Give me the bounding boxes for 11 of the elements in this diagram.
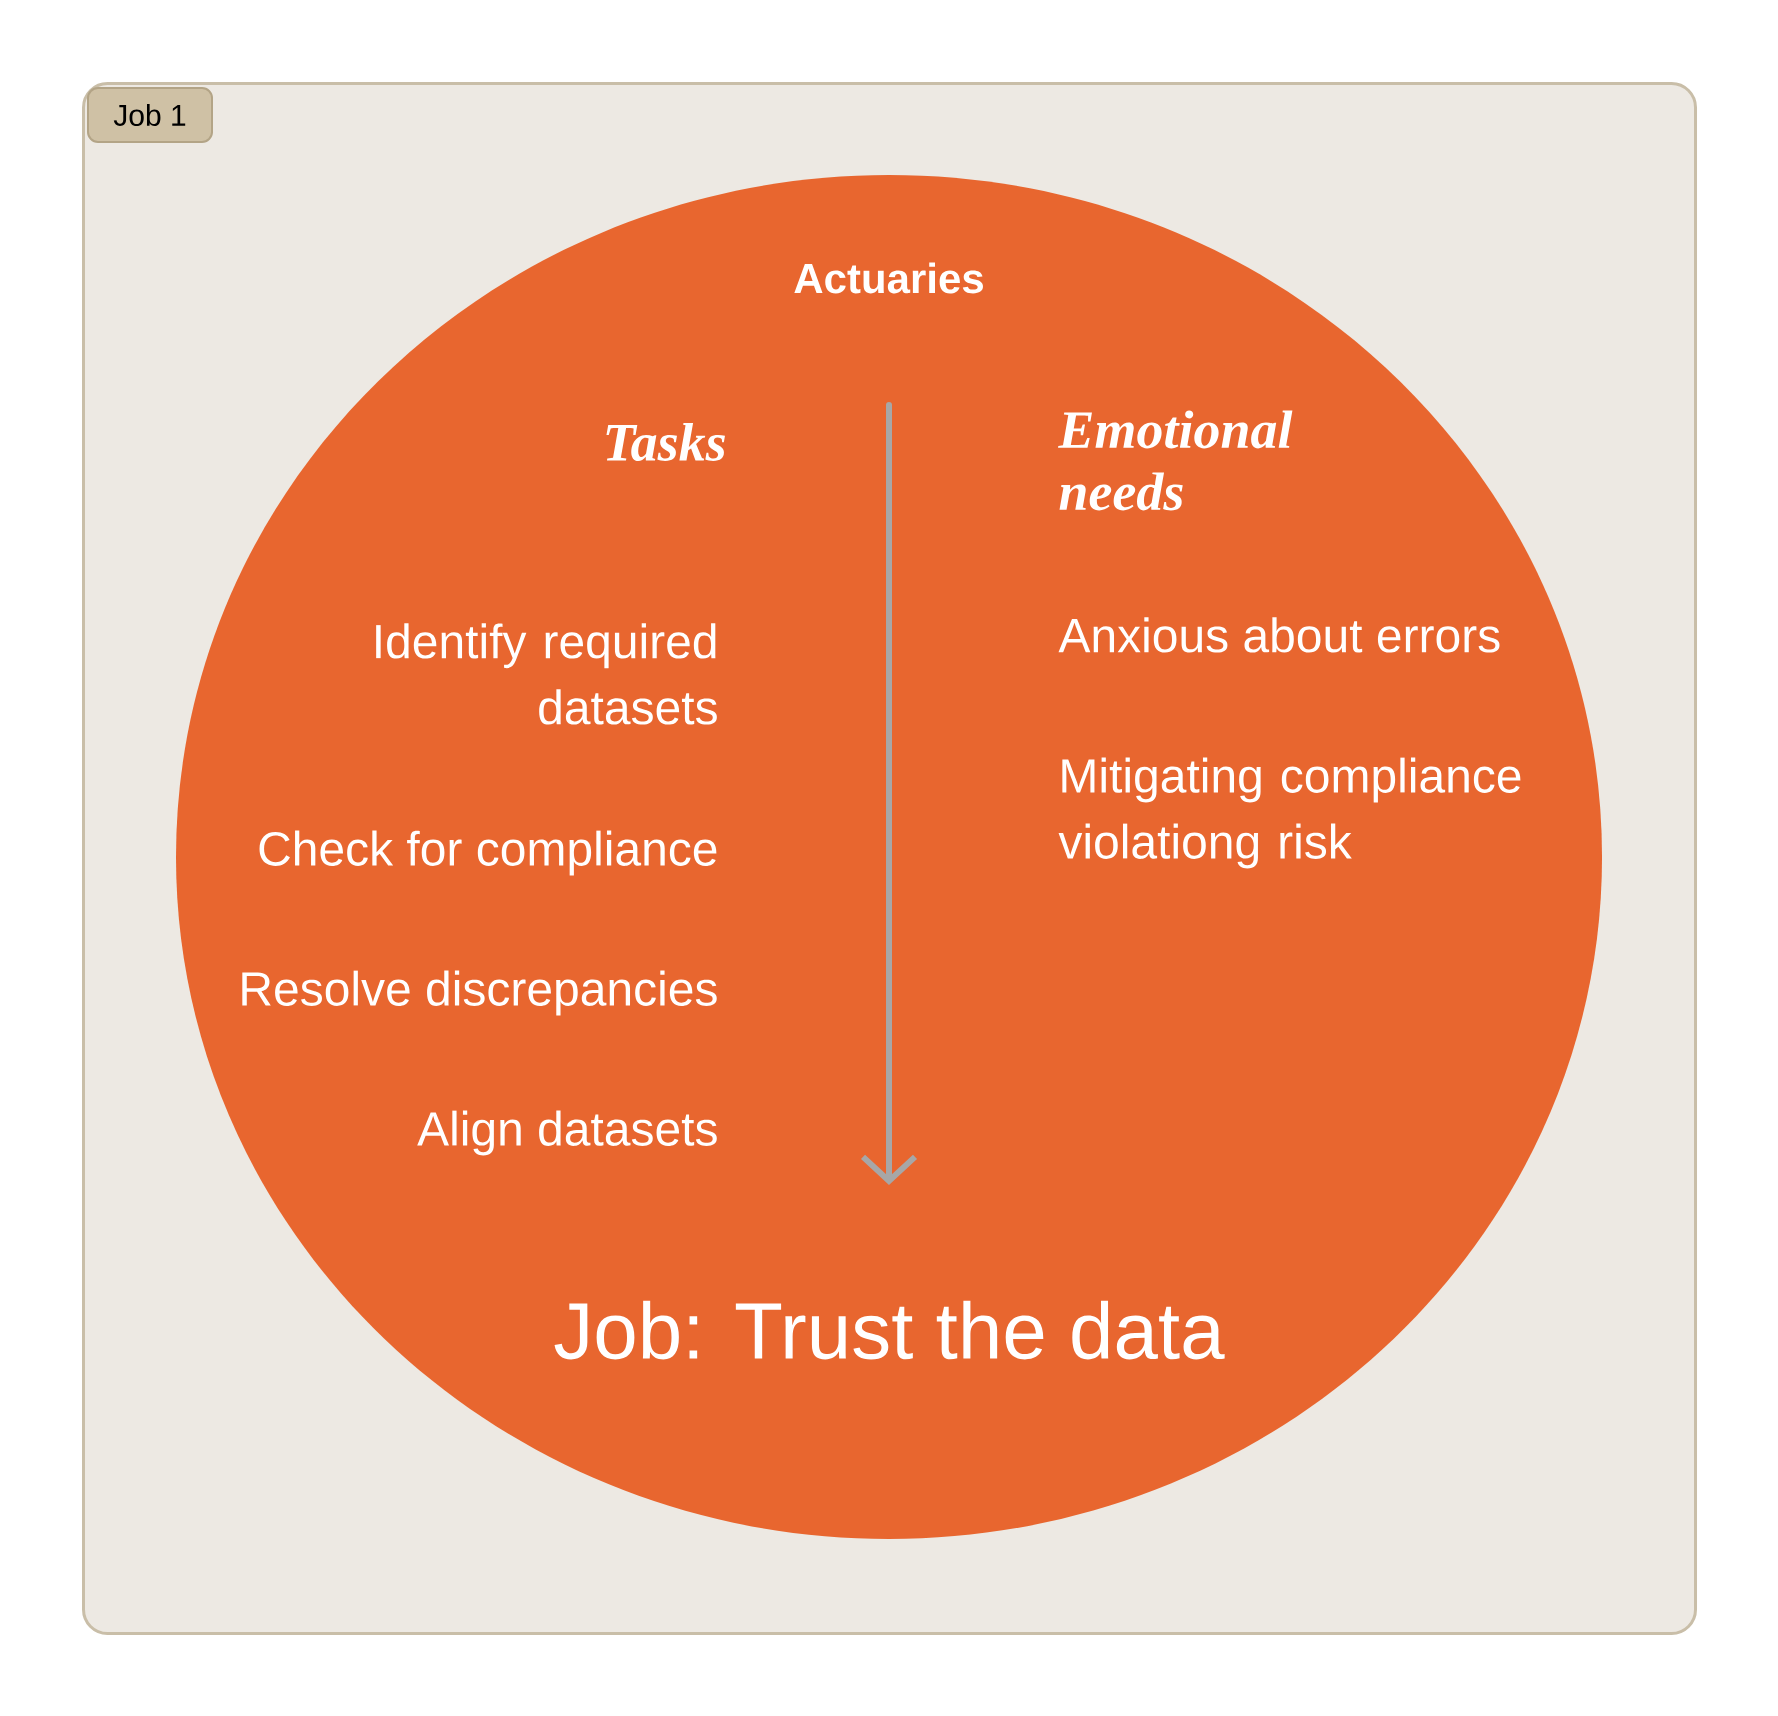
job-title: Job: Trust the data bbox=[554, 1300, 1225, 1360]
task-text: Resolve discrepancies bbox=[242, 970, 717, 1016]
need-text: Anxious about errors bbox=[1058, 617, 1500, 653]
task-text: Identify required datasets bbox=[376, 623, 717, 725]
column-heading: Tasks bbox=[606, 422, 725, 461]
task-text: Check for compliance bbox=[259, 830, 717, 876]
need-text: Mitigating compliance violationg risk bbox=[1058, 757, 1521, 869]
task-text: Align datasets bbox=[417, 1110, 717, 1156]
group-heading: Actuaries bbox=[794, 262, 983, 294]
tag-label: Job 1 bbox=[87, 87, 213, 143]
column-heading: Emotional needs bbox=[1058, 410, 1293, 511]
